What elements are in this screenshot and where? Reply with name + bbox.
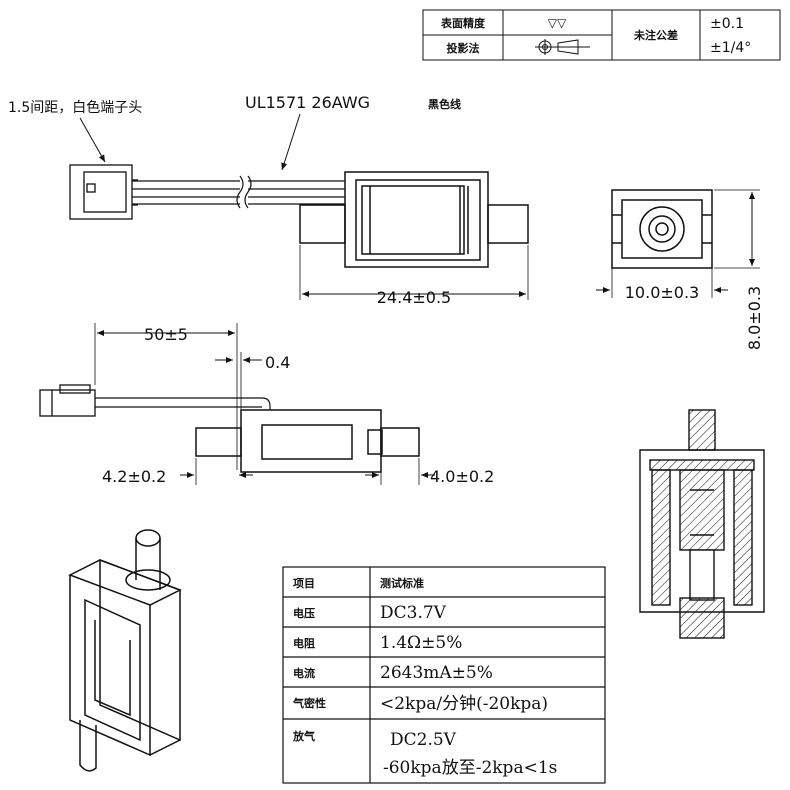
spec-table-grid xyxy=(282,566,606,784)
table-header-standard: 测试标准 xyxy=(380,576,424,590)
connector-side xyxy=(39,384,96,417)
wire-side xyxy=(95,397,271,410)
dim-gap: 0.4 xyxy=(265,353,290,372)
solenoid-side-view xyxy=(195,409,420,473)
tolerance-angular: ±1/4° xyxy=(710,40,751,56)
dim-height: 8.0±0.3 xyxy=(745,286,764,350)
row-release-value: DC2.5V xyxy=(390,730,457,750)
row-voltage-item: 电压 xyxy=(293,606,315,620)
connector-top xyxy=(69,164,138,220)
surface-finish-symbol: ▽▽ xyxy=(548,16,567,30)
table-header-item: 项目 xyxy=(293,577,315,590)
tolerance-linear: ±0.1 xyxy=(710,16,744,32)
dim-width: 10.0±0.3 xyxy=(625,283,699,302)
row-voltage-value: DC3.7V xyxy=(380,603,447,623)
row-release-value-2: -60kpa放至-2kpa<1s xyxy=(383,758,557,778)
connector-leader xyxy=(79,117,106,163)
dim-left-stub: 4.2±0.2 xyxy=(102,467,166,486)
projection-symbol-icon xyxy=(535,39,590,55)
row-airtightness-item: 气密性 xyxy=(292,696,326,710)
solenoid-isometric-view xyxy=(68,529,182,772)
connector-note: 1.5间距，白色端子头 xyxy=(8,99,142,116)
wire-color: 黑色线 xyxy=(428,97,461,111)
row-current-item: 电流 xyxy=(293,666,315,680)
wire-leader xyxy=(281,113,301,171)
row-airtightness-value: <2kpa/分钟(-20kpa) xyxy=(380,694,548,714)
solenoid-cross-section xyxy=(639,409,765,639)
wire-spec: UL1571 26AWG xyxy=(245,93,370,112)
dim-right-stub: 4.0±0.2 xyxy=(430,467,494,486)
solenoid-top-view xyxy=(299,171,529,268)
dim-lead: 50±5 xyxy=(144,325,188,344)
surface-finish-label: 表面精度 xyxy=(440,16,486,30)
row-resistance-item: 电阻 xyxy=(293,636,315,650)
row-current-value: 2643mA±5% xyxy=(380,663,493,683)
row-resistance-value: 1.4Ω±5% xyxy=(380,633,462,653)
solenoid-end-view xyxy=(611,189,713,269)
row-release-item: 放气 xyxy=(292,729,315,743)
title-block xyxy=(422,9,781,61)
untoleranced-label: 未注公差 xyxy=(633,28,678,42)
projection-label: 投影法 xyxy=(447,41,480,55)
wire-pair-top xyxy=(132,175,345,209)
dim-length: 24.4±0.5 xyxy=(377,288,451,307)
